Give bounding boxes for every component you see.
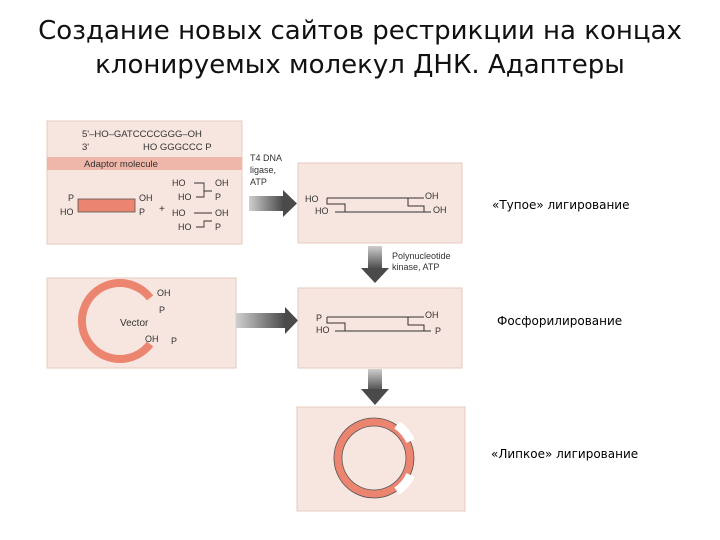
- slide-title: Создание новых сайтов рестрикции на конц…: [0, 14, 720, 82]
- plus-sign: +: [159, 204, 165, 215]
- title-line-2: клонируемых молекул ДНК. Адаптеры: [95, 50, 625, 80]
- stack-3-right: OH: [215, 208, 229, 218]
- adaptor-stack: HO OH HO P HO OH HO P: [172, 178, 229, 232]
- product2-p-top: P: [316, 313, 322, 323]
- kinase-line-2: kinase, ATP: [392, 262, 439, 272]
- plasmid-outline-inner: [341, 425, 407, 491]
- product1-oh-top: OH: [425, 191, 439, 201]
- ligase-line-1: T4 DNA: [250, 153, 282, 163]
- product2-left-adaptor: [326, 317, 346, 331]
- vector-label: Vector: [120, 318, 149, 329]
- arrow-vector: [236, 307, 298, 334]
- adaptor-block: [77, 198, 136, 213]
- adaptor-left-ho: HO: [60, 207, 74, 217]
- plasmid-ring: [334, 418, 414, 498]
- arrow-sticky: [361, 369, 389, 405]
- vector-p-top: P: [159, 305, 165, 315]
- vector-oh-bottom: OH: [145, 334, 159, 344]
- stack-2-right: P: [215, 192, 221, 202]
- plasmid-panel: [296, 406, 466, 512]
- stack-3-left: HO: [172, 208, 186, 218]
- step-blunt-ligation: «Тупое» лигирование: [492, 198, 630, 212]
- adaptor-right-p: P: [139, 207, 145, 217]
- product2-right-adaptor: [407, 317, 425, 331]
- adaptor-right-oh: OH: [139, 193, 153, 203]
- vector-p-bottom: P: [171, 336, 177, 346]
- adaptor-seq-bottom: HO GGGCCC P: [143, 142, 212, 153]
- arrow-ligation: [249, 190, 297, 217]
- product1-oh-bottom: OH: [433, 205, 447, 215]
- product2-panel: P HO OH P: [297, 287, 463, 369]
- kinase-label: Polynucleotide kinase, ATP: [392, 251, 451, 272]
- ligase-line-2: ligase,: [250, 165, 276, 175]
- stack-4-left: HO: [178, 222, 192, 232]
- vector-panel: Vector OH P OH P: [46, 277, 237, 369]
- step-phosphorylation: Фосфорилирование: [497, 314, 623, 328]
- adaptor-label-band: [47, 157, 242, 170]
- product1-panel: HO HO OH OH: [297, 162, 463, 244]
- product1-ho-bottom: HO: [315, 206, 329, 216]
- stack-1-right: OH: [215, 178, 229, 188]
- adaptor-seq-top: 5'–HO–GATCCCCGGG–OH: [82, 129, 202, 140]
- step-sticky-ligation: «Липкое» лигирование: [491, 447, 639, 461]
- ligase-label: T4 DNA ligase, ATP: [250, 153, 282, 187]
- product1-left-adaptor: [326, 198, 346, 212]
- stack-2-left: HO: [178, 192, 192, 202]
- vector-ring: [78, 279, 154, 363]
- stack-2-line: [196, 190, 212, 198]
- arrow-kinase: [361, 246, 389, 283]
- insert-junction-2: [394, 472, 415, 495]
- adaptor-left-p: P: [68, 193, 74, 203]
- title-line-1: Создание новых сайтов рестрикции на конц…: [38, 16, 682, 46]
- product1-ho-top: HO: [305, 194, 319, 204]
- product2-ho-bottom: HO: [316, 325, 330, 335]
- stack-1-left: HO: [172, 178, 186, 188]
- ligase-line-3: ATP: [250, 177, 267, 187]
- adaptor-seq-bottom-prefix: 3': [82, 142, 89, 153]
- adaptor-panel: 5'–HO–GATCCCCGGG–OH 3' HO GGGCCC P Adapt…: [46, 120, 243, 245]
- kinase-line-1: Polynucleotide: [392, 251, 451, 261]
- product1-right-adaptor: [407, 198, 425, 212]
- vector-oh-top: OH: [157, 288, 171, 298]
- stack-4-right: P: [215, 222, 221, 232]
- product2-oh-top: OH: [425, 310, 439, 320]
- adaptor-molecule-label: Adaptor molecule: [84, 159, 158, 170]
- insert-junction-1: [394, 421, 415, 444]
- product2-p-bottom: P: [435, 326, 441, 336]
- stack-4-line: [196, 220, 212, 228]
